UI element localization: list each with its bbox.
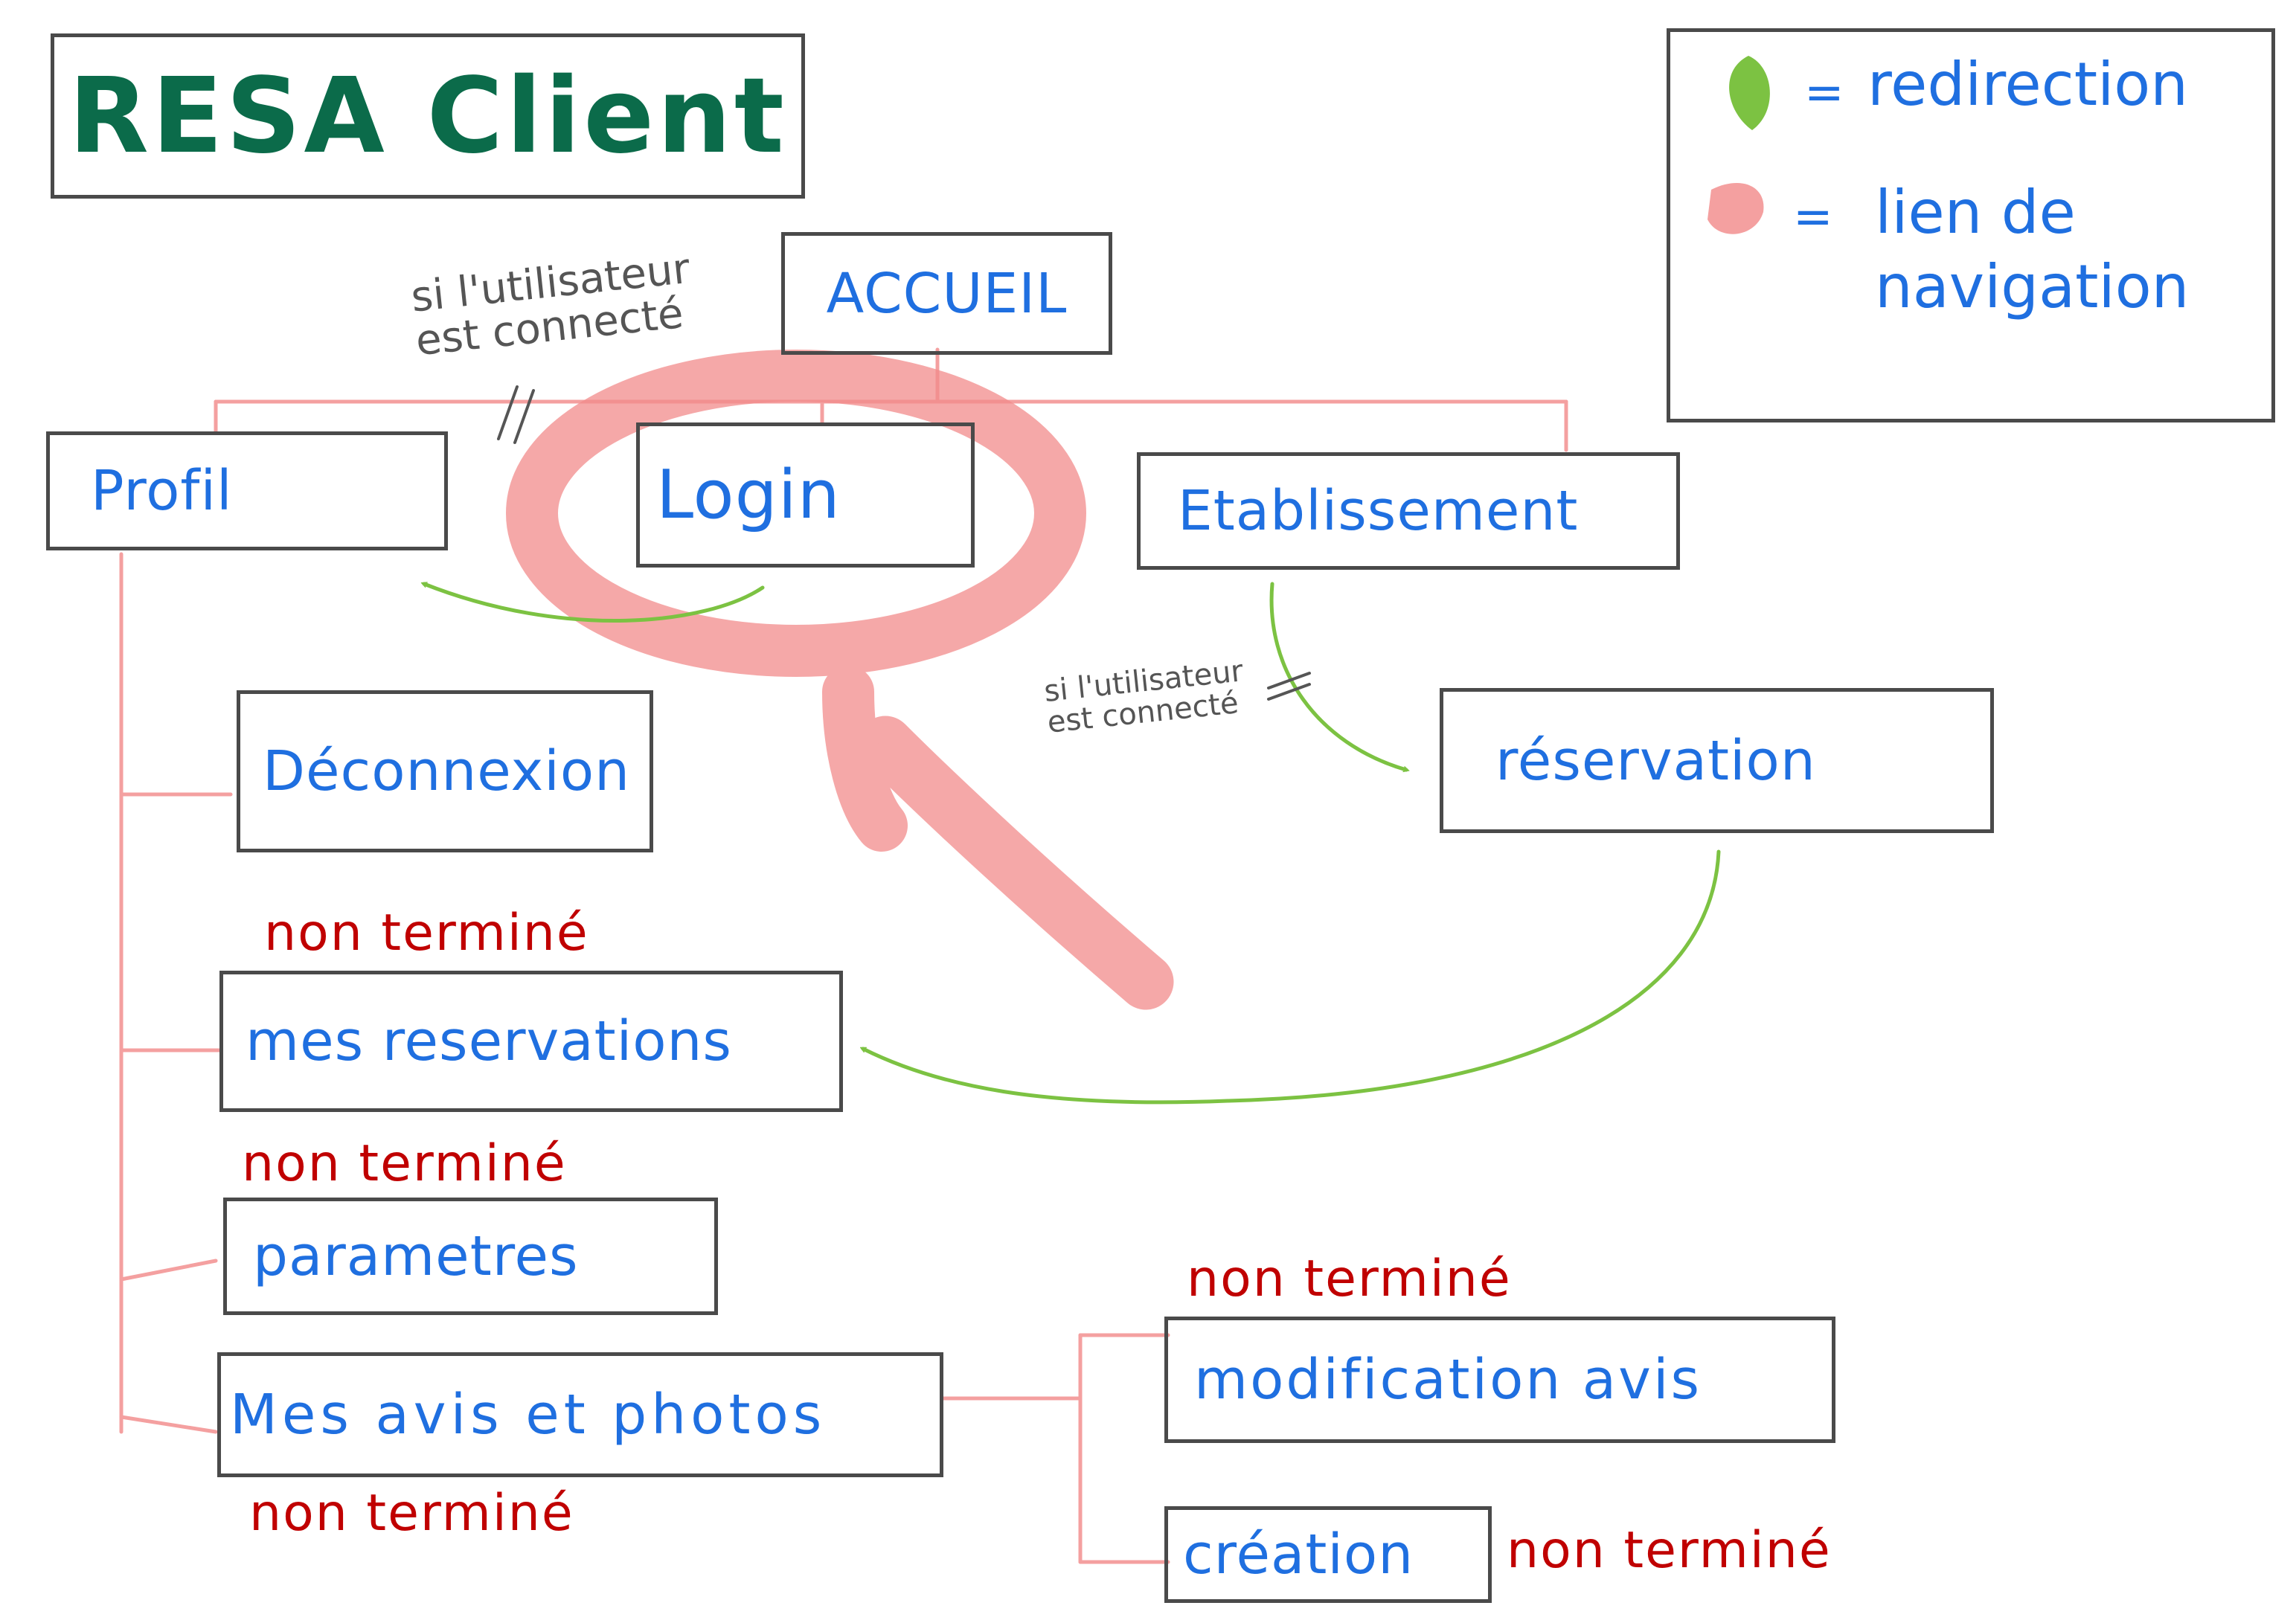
node-login: Login (636, 422, 975, 568)
node-parametres: parametres (223, 1198, 718, 1315)
legend-equals-navigation: = (1793, 190, 1833, 245)
legend-equals-redirection: = (1804, 65, 1844, 120)
node-profil-label: Profil (91, 459, 233, 523)
node-accueil-label: ACCUEIL (826, 261, 1068, 326)
node-mes-avis-label: Mes avis et photos (230, 1383, 827, 1447)
node-modification-avis-label: modification avis (1194, 1348, 1702, 1412)
legend-box (1667, 28, 2275, 422)
legend-swatches (1707, 56, 1770, 234)
node-reservation: réservation (1440, 688, 1994, 833)
node-etablissement-label: Etablissement (1178, 479, 1579, 543)
node-mes-avis: Mes avis et photos (217, 1352, 943, 1477)
status-mes-reservations: non terminé (264, 904, 589, 962)
title-box: RESA Client (51, 33, 805, 199)
condition-marks (497, 385, 1311, 701)
node-creation-label: création (1183, 1523, 1414, 1587)
redirection-swatch-icon (1729, 56, 1770, 130)
node-mes-reservations: mes reservations (219, 971, 843, 1112)
legend-redirection: redirection (1867, 50, 2188, 119)
legend-navigation-line1: lien de (1875, 178, 2076, 247)
node-accueil: ACCUEIL (781, 232, 1112, 355)
node-profil: Profil (46, 431, 448, 550)
status-creation: non terminé (1507, 1521, 1832, 1580)
login-highlight (506, 350, 1174, 1010)
node-etablissement: Etablissement (1137, 452, 1680, 570)
navigation-swatch-icon (1707, 183, 1764, 234)
navigation-links (119, 347, 1568, 1564)
status-modification-avis: non terminé (1187, 1250, 1512, 1308)
node-deconnexion-label: Déconnexion (263, 739, 631, 803)
node-reservation-label: réservation (1495, 728, 1816, 793)
node-deconnexion: Déconnexion (237, 690, 653, 852)
redirection-links (424, 584, 1721, 1105)
status-mes-avis: non terminé (249, 1484, 574, 1543)
legend-navigation-line2: navigation (1875, 252, 2190, 321)
node-creation: création (1164, 1506, 1492, 1603)
status-parametres: non terminé (242, 1134, 567, 1193)
page-title: RESA Client (68, 55, 787, 177)
node-modification-avis: modification avis (1164, 1317, 1835, 1443)
node-login-label: Login (656, 456, 841, 534)
node-parametres-label: parametres (253, 1224, 579, 1288)
node-mes-reservations-label: mes reservations (246, 1009, 732, 1073)
